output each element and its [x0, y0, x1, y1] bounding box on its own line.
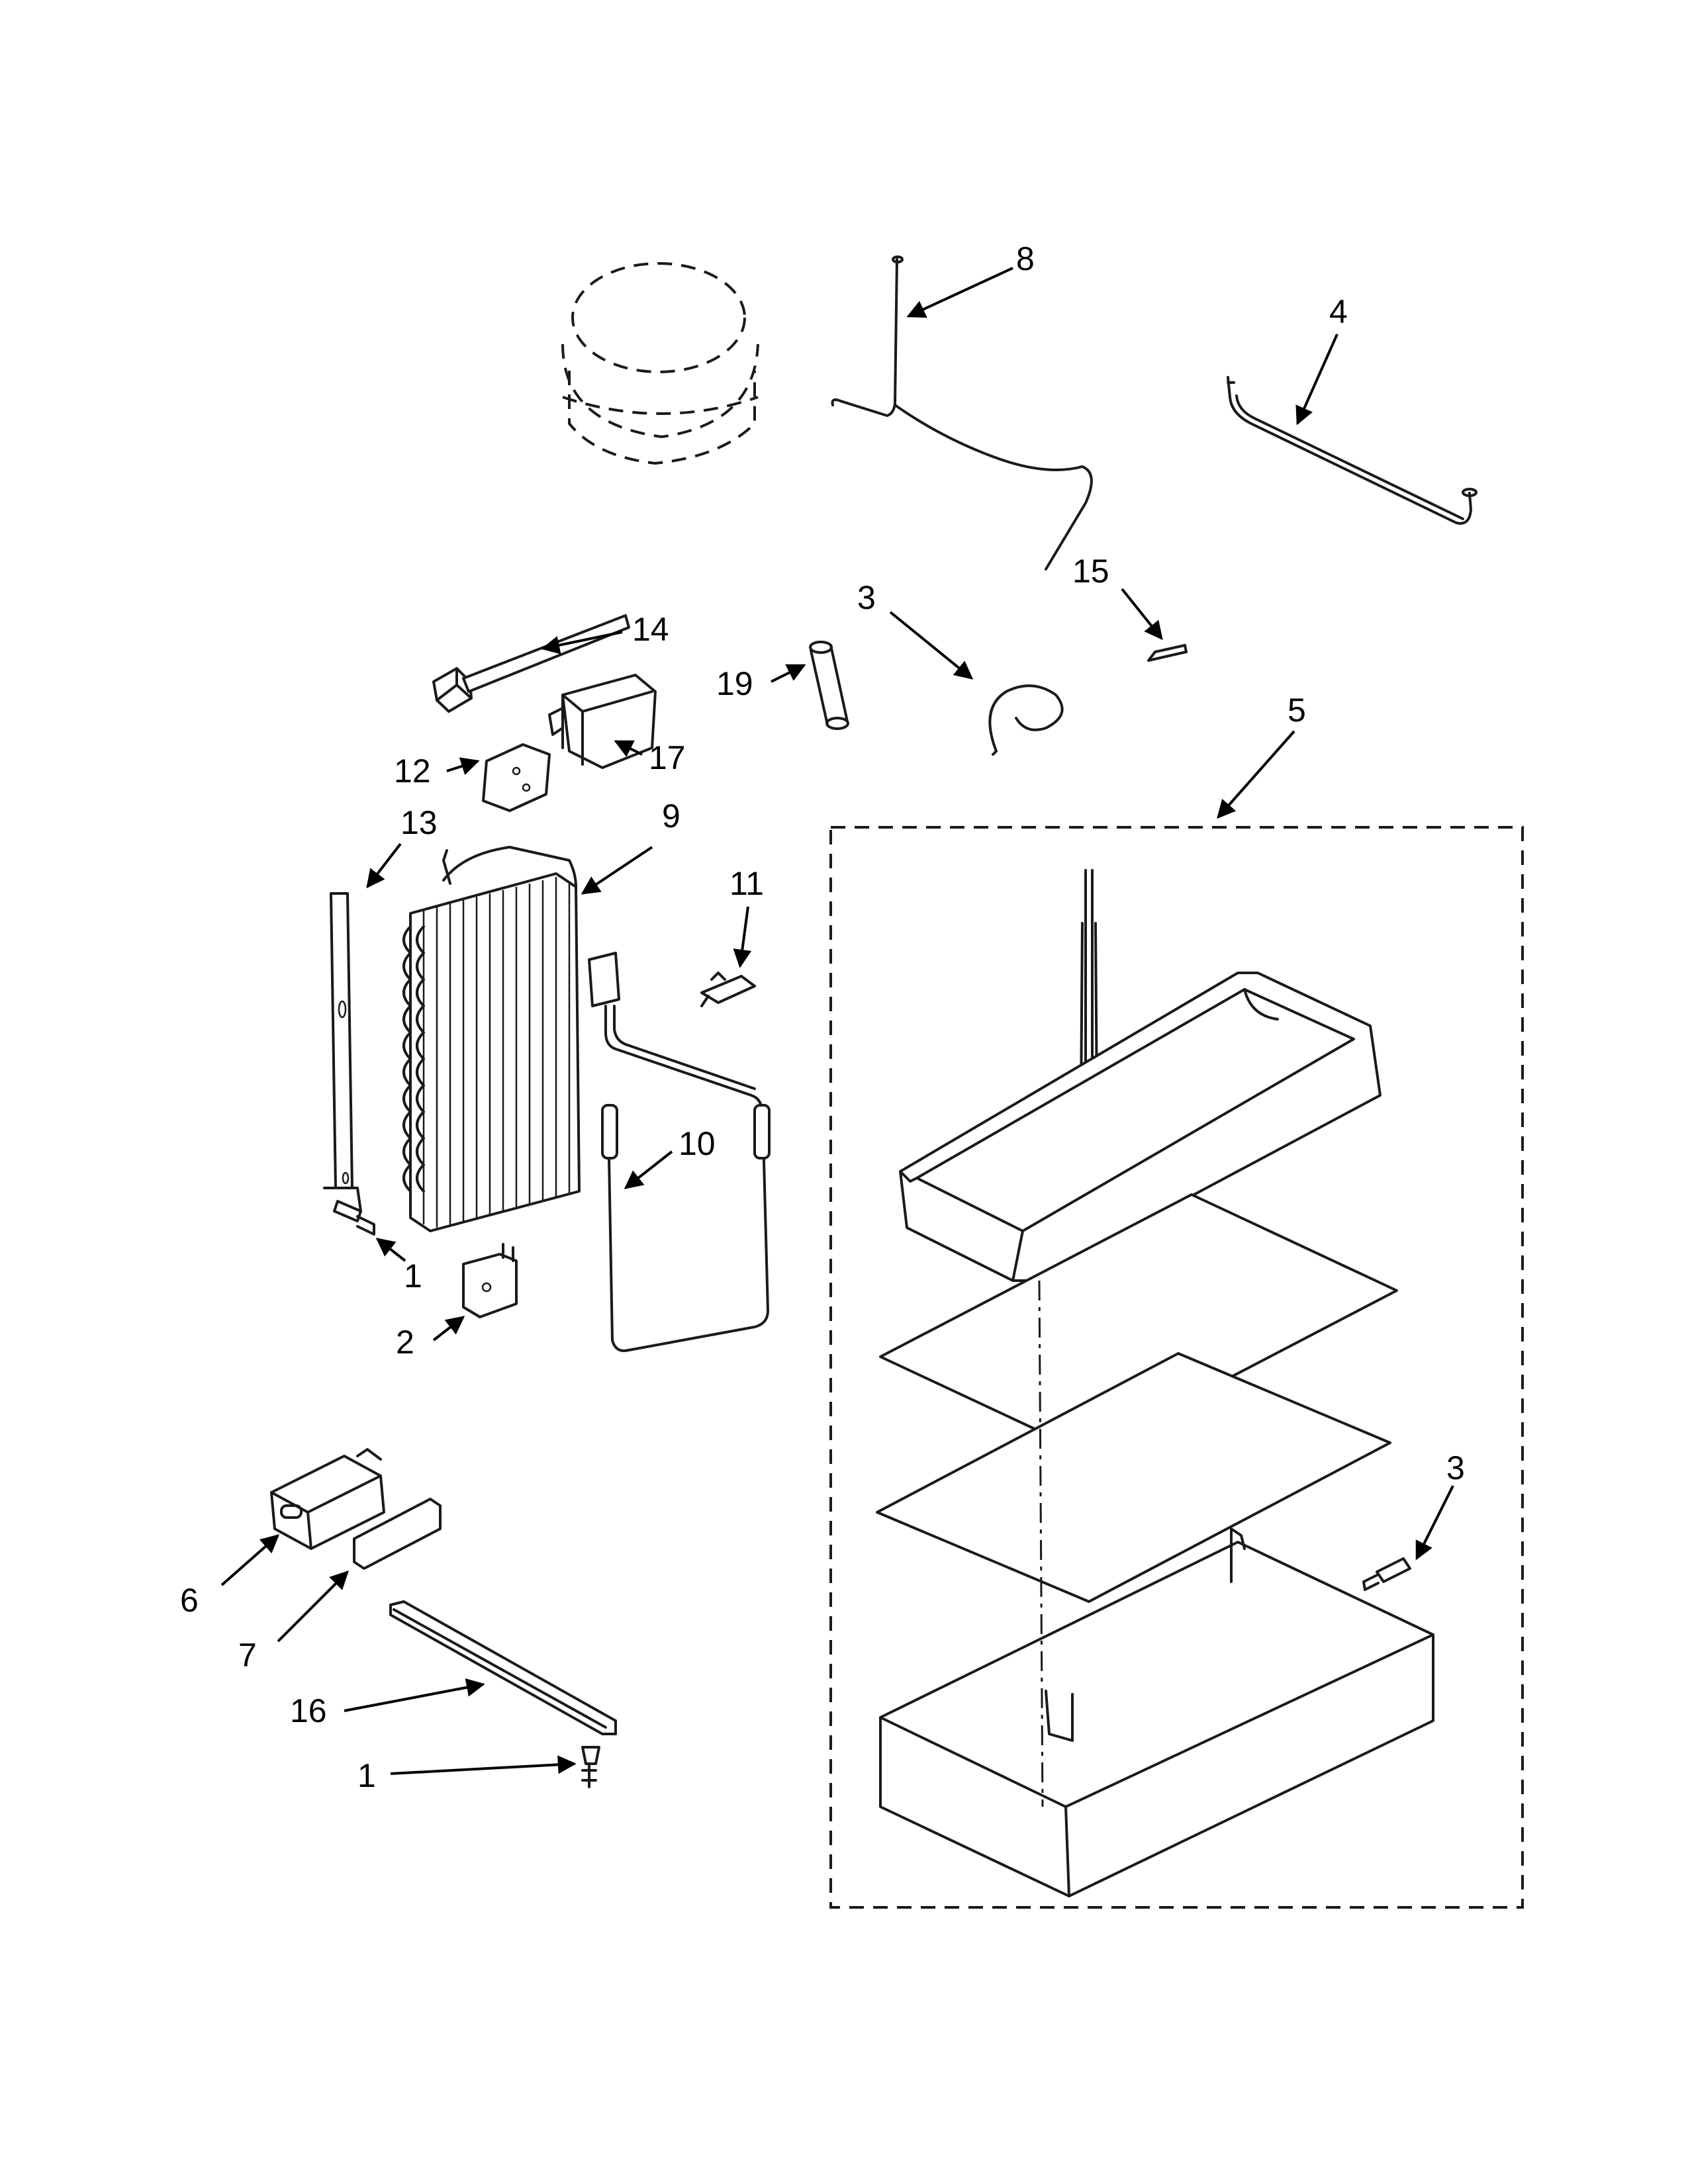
callout-8: 8: [1016, 240, 1035, 277]
callout-5: 5: [1288, 692, 1306, 729]
callout-11: 11: [729, 865, 764, 902]
leader-10: [624, 1150, 673, 1189]
leader-8: [906, 267, 1013, 318]
leader-16: [344, 1678, 485, 1712]
callout-2: 2: [396, 1324, 414, 1361]
leader-3b: [1415, 1485, 1454, 1561]
callout-15: 15: [1072, 553, 1109, 590]
leader-3a: [889, 611, 974, 680]
callout-17: 17: [649, 739, 686, 776]
part-1-screw-lower[interactable]: [581, 1746, 600, 1788]
leader-lines: [220, 267, 1454, 1775]
callout-1: 1: [404, 1257, 422, 1295]
part-9-evaporator[interactable]: [402, 846, 581, 1232]
part-15-clip[interactable]: [1147, 644, 1188, 662]
part-19-sleeve[interactable]: [809, 641, 849, 730]
callout-6: 6: [180, 1582, 199, 1619]
callout-9: 9: [662, 797, 680, 835]
leader-1b: [390, 1755, 577, 1775]
callout-3: 3: [857, 579, 876, 616]
callout-3-lower: 3: [1446, 1449, 1465, 1486]
leader-13: [366, 842, 402, 889]
callout-10: 10: [679, 1125, 716, 1162]
leader-5: [1217, 730, 1295, 819]
callout-13: 13: [400, 804, 438, 841]
leader-12: [446, 757, 480, 775]
leader-2: [432, 1316, 465, 1342]
part-5-assembly[interactable]: [829, 826, 1524, 1909]
leader-4: [1295, 334, 1338, 426]
callout-19: 19: [716, 665, 753, 702]
compressor-outline: [561, 262, 759, 465]
leader-19: [771, 664, 806, 683]
part-13-strip[interactable]: [323, 892, 362, 1212]
callout-labels: 8 4 15 3 14 19 5 12 17 13 9 11 10 1 2 3 …: [180, 240, 1465, 1794]
leader-15: [1121, 588, 1163, 641]
callout-14: 14: [632, 611, 669, 648]
part-8-tube[interactable]: [831, 255, 1093, 570]
leader-1a: [375, 1238, 406, 1262]
part-4-tube[interactable]: [1227, 376, 1477, 525]
part-1-screw[interactable]: [333, 1200, 375, 1236]
leader-17: [614, 740, 643, 757]
part-11-clip[interactable]: [700, 972, 756, 1007]
leader-6: [220, 1534, 280, 1586]
leader-14: [541, 631, 623, 655]
leader-11: [733, 906, 752, 968]
callout-7: 7: [238, 1637, 257, 1674]
part-10-heater[interactable]: [588, 952, 771, 1352]
part-3-tube-loop[interactable]: [988, 684, 1064, 756]
callout-4: 4: [1329, 293, 1348, 330]
part-12-plate[interactable]: [482, 743, 551, 812]
callout-16: 16: [290, 1692, 327, 1729]
callout-12: 12: [394, 752, 431, 790]
part-2-bracket[interactable]: [462, 1243, 518, 1318]
leader-9: [581, 846, 653, 895]
part-6-housing[interactable]: [270, 1448, 385, 1550]
leader-7: [277, 1570, 349, 1643]
part-16-rail[interactable]: [389, 1600, 617, 1735]
callout-1-lower: 1: [357, 1757, 376, 1794]
part-7-plate[interactable]: [353, 1498, 442, 1570]
